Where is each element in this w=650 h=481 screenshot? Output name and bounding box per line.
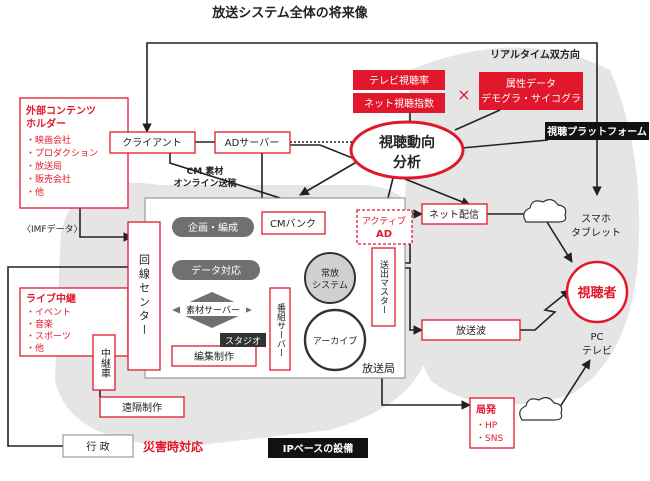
realtime-top-line xyxy=(142,42,602,196)
ad-server-box xyxy=(214,131,291,154)
broadcast-wave-label: 放送波 xyxy=(456,324,486,337)
external-item-3: ・販売会社 xyxy=(26,173,71,185)
external-item-4: ・他 xyxy=(26,186,44,198)
data-handling-label: データ対応 xyxy=(191,264,241,277)
smartphone-label-1: スマホ xyxy=(581,213,611,225)
platform-label: 視聴プラットフォーム xyxy=(546,125,647,138)
net-delivery-box xyxy=(421,203,488,225)
active-ad-box xyxy=(356,209,413,245)
net-rating-box xyxy=(353,93,445,113)
local-item-1: ・SNS xyxy=(476,434,503,444)
line-center-label: 回線センター xyxy=(138,254,151,338)
relay-car-label: 中継車 xyxy=(99,347,111,379)
client-label: クライアント xyxy=(122,137,182,149)
active-ad-label-1: アクティブ xyxy=(362,215,406,227)
cm-bank-box xyxy=(261,211,326,235)
remote-production-box xyxy=(99,396,185,418)
wave-to-viewer-line xyxy=(520,289,571,331)
editing-label: 編集制作 xyxy=(194,350,234,363)
data-handling-box xyxy=(172,260,260,280)
outer-left-line xyxy=(7,266,133,447)
external-title-2: ホルダー xyxy=(26,117,66,130)
pc-label-2: テレビ xyxy=(582,345,612,357)
program-server-label: 番組サーバー xyxy=(275,302,286,357)
smartphone-label-2: タブレット xyxy=(571,226,621,239)
external-title-1: 外部コンテンツ xyxy=(25,104,96,117)
material-server-label: 素材サーバー xyxy=(186,304,240,316)
local-box xyxy=(469,397,515,449)
attribute-to-trend-line xyxy=(454,109,501,131)
trend-to-platform-line xyxy=(461,139,549,149)
active-ad-label-2: AD xyxy=(376,229,392,240)
cloud-to-pc-line xyxy=(557,359,591,411)
broadcast-wave-box xyxy=(421,319,521,341)
cm-bank-label: CMバンク xyxy=(270,218,316,230)
broadcaster-label: 放送局 xyxy=(362,361,395,375)
trend-analysis-ellipse xyxy=(349,120,465,180)
line-center-box xyxy=(127,221,161,371)
archive-circle xyxy=(303,308,367,372)
master-label-1: 常放 xyxy=(321,267,339,279)
pc-label-1: PC xyxy=(590,332,603,343)
external-item-2: ・放送局 xyxy=(26,160,62,172)
planning-label: 企画・編成 xyxy=(188,221,238,234)
local-title: 局発 xyxy=(475,403,497,416)
adserver-to-net-line xyxy=(290,144,471,207)
viewer-label: 視聴者 xyxy=(576,285,616,301)
local-item-0: ・HP xyxy=(476,421,498,431)
studio-box xyxy=(220,333,266,347)
live-item-1: ・音楽 xyxy=(26,318,53,330)
ad-server-label: ADサーバー xyxy=(225,137,279,149)
client-box xyxy=(109,131,196,154)
ip-facility-label: IPベースの設備 xyxy=(283,442,354,455)
attribute-label-2: デモグラ・サイコグラ xyxy=(481,92,581,105)
external-item-1: ・プロダクション xyxy=(26,147,98,159)
disaster-label: 災害時対応 xyxy=(143,439,203,454)
tv-rating-label: テレビ視聴率 xyxy=(369,74,429,87)
live-item-0: ・イベント xyxy=(26,308,71,318)
viewer-circle xyxy=(565,260,629,324)
cloud-icon xyxy=(519,397,563,421)
external-to-center-line xyxy=(79,208,133,242)
tv-rating-box xyxy=(353,70,445,90)
attribute-label-1: 属性データ xyxy=(506,77,556,90)
government-box xyxy=(62,434,134,458)
cm-material-1: CM 素材 xyxy=(187,165,224,177)
live-item-3: ・他 xyxy=(26,342,44,354)
cm-material-2: オンライン送稿 xyxy=(173,177,236,189)
government-label: 行 政 xyxy=(86,440,109,453)
cloud-to-viewer-line xyxy=(546,221,573,263)
times-mark: × xyxy=(457,85,470,104)
relay-car-box xyxy=(92,334,116,391)
live-item-2: ・スポーツ xyxy=(26,331,71,342)
imf-data-label: 〈IMFデータ〉 xyxy=(22,223,83,235)
net-delivery-label: ネット配信 xyxy=(429,209,479,221)
studio-label: スタジオ xyxy=(225,336,261,347)
remote-production-label: 遠隔制作 xyxy=(122,401,162,414)
send-master-box xyxy=(371,247,396,327)
external-item-0: ・映画会社 xyxy=(26,134,71,146)
editing-box xyxy=(171,345,257,367)
material-server-label-bg xyxy=(180,302,246,316)
trend-label-2: 分析 xyxy=(393,154,421,171)
program-server-box xyxy=(269,287,291,371)
trend-label-1: 視聴動向 xyxy=(378,134,435,151)
master-label-2: システム xyxy=(312,280,348,291)
planning-box xyxy=(172,217,254,237)
platform-badge xyxy=(545,122,649,140)
trend-to-cmbank-line xyxy=(299,159,361,196)
diagram-title: 放送システム全体の将来像 xyxy=(211,5,369,21)
live-title: ライブ中継 xyxy=(26,292,76,305)
send-master-label: 送出マスター xyxy=(378,259,389,314)
attribute-box xyxy=(479,72,583,110)
net-rating-label: ネット視聴指数 xyxy=(364,97,434,110)
archive-label: アーカイブ xyxy=(313,335,357,347)
ip-facility-badge xyxy=(268,438,368,458)
cloud-icon xyxy=(523,199,567,223)
realtime-label: リアルタイム双方向 xyxy=(490,48,580,61)
master-system-circle xyxy=(304,252,356,304)
